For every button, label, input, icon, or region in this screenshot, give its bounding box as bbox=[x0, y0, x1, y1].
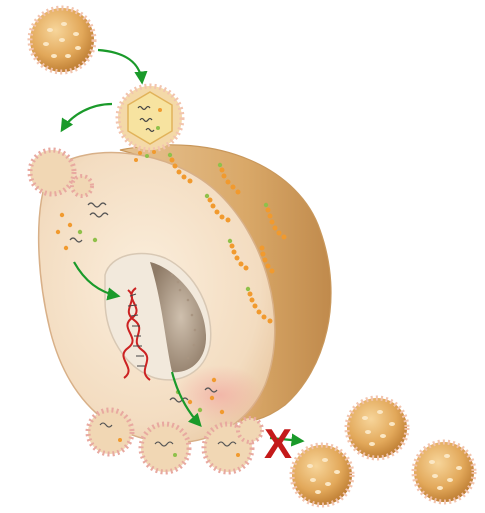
arrow-approach bbox=[98, 50, 142, 82]
virion-entering bbox=[118, 86, 182, 150]
virion-free-1 bbox=[30, 8, 94, 72]
virion-free-4 bbox=[414, 442, 474, 502]
block-mark: X bbox=[264, 420, 292, 467]
virion-free-3 bbox=[292, 445, 352, 505]
arrow-fusion bbox=[62, 104, 112, 130]
virion-free-2 bbox=[347, 398, 407, 458]
